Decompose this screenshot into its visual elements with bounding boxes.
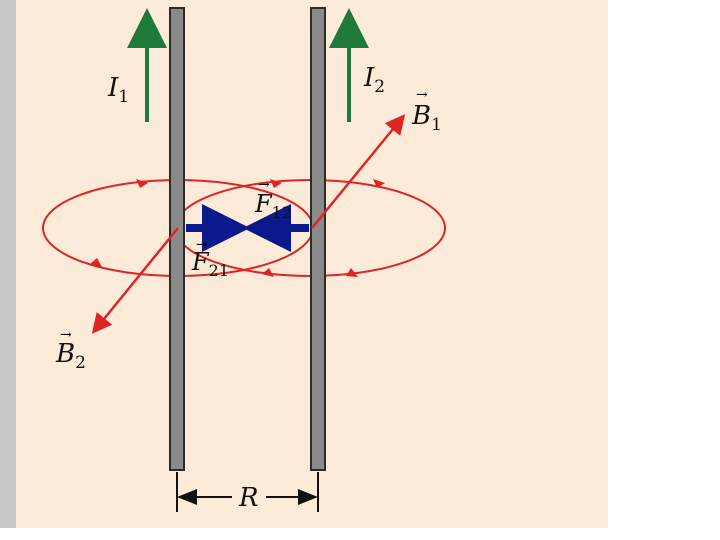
- f21-vector-mark: →: [196, 237, 208, 253]
- label-b1: B1: [411, 101, 442, 135]
- loop-arrowhead: [262, 268, 274, 277]
- loop-arrowhead: [136, 179, 148, 188]
- b2-vector-mark: →: [60, 327, 72, 343]
- label-i1: I1: [107, 73, 129, 107]
- b2-vector-arrow: [91, 227, 179, 334]
- label-b2: B2: [55, 339, 86, 373]
- b1-vector-arrow: [311, 114, 406, 229]
- b1-vector-mark: →: [416, 87, 428, 103]
- wire-1: [169, 7, 185, 471]
- loop-arrowhead: [270, 179, 282, 188]
- loop-arrowhead: [90, 258, 102, 267]
- label-i2: I2: [363, 63, 385, 97]
- label-f12: F12: [254, 190, 292, 222]
- f12-vector-mark: →: [258, 177, 270, 193]
- wire-2: [310, 7, 326, 471]
- label-r: R: [238, 483, 259, 513]
- label-f21: F21: [191, 248, 229, 280]
- loop-arrowhead: [373, 179, 385, 188]
- loop-arrowhead: [346, 268, 358, 277]
- left-gray-strip: [0, 0, 16, 528]
